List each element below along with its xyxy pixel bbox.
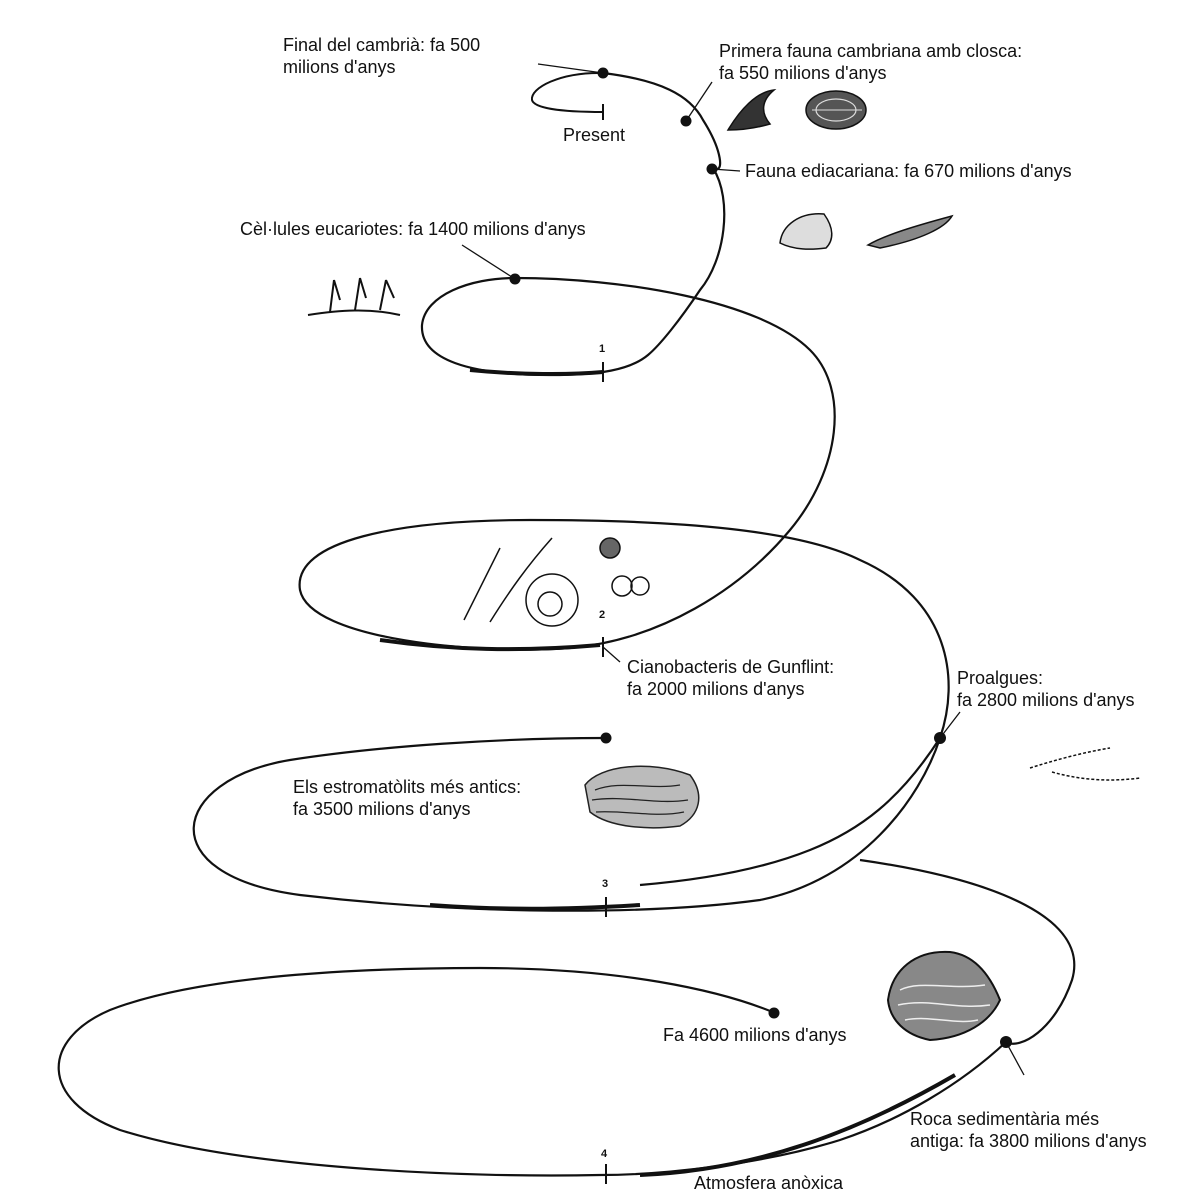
- dot-origin: [769, 1008, 780, 1019]
- stromatolite-icon: [585, 766, 699, 827]
- label-present: Present: [563, 124, 625, 146]
- sedimentary-rock-icon: [888, 952, 1000, 1040]
- tick-number-3: 3: [602, 878, 608, 890]
- gunflint-microfossils-icon: [464, 538, 649, 626]
- tick-number-1: 1: [599, 343, 605, 355]
- label-first-shelled: Primera fauna cambriana amb closca: fa 5…: [719, 40, 1022, 84]
- proalgae-chain-icon: [1030, 748, 1140, 780]
- label-proalgues: Proalgues: fa 2800 milions d'anys: [957, 667, 1135, 711]
- thick-segment-3: [430, 905, 640, 909]
- label-oldest-rock: Roca sedimentària més antiga: fa 3800 mi…: [910, 1108, 1147, 1152]
- label-stromatolites: Els estromatòlits més antics: fa 3500 mi…: [293, 776, 521, 820]
- leader-oldest-rock: [1006, 1042, 1024, 1075]
- trilobite-icon: [806, 91, 866, 129]
- label-eukaryotes: Cèl·lules eucariotes: fa 1400 milions d'…: [240, 218, 586, 240]
- dot-stromatolites: [601, 733, 612, 744]
- ediacaran-fauna-icon: [780, 214, 952, 249]
- thick-segment-4: [640, 1075, 955, 1175]
- tick-number-2: 2: [599, 609, 605, 621]
- tick-number-4: 4: [601, 1148, 607, 1160]
- leader-gunflint: [603, 647, 620, 662]
- label-origin: Fa 4600 milions d'anys: [663, 1024, 847, 1046]
- label-cambrian-end: Final del cambrià: fa 500 milions d'anys: [283, 34, 480, 78]
- label-gunflint: Cianobacteris de Gunflint: fa 2000 milio…: [627, 656, 834, 700]
- leader-eukaryotes: [462, 245, 515, 279]
- label-ediacaran: Fauna ediacariana: fa 670 milions d'anys: [745, 160, 1072, 182]
- label-anoxic: Atmosfera anòxica: [694, 1172, 843, 1194]
- present-hook: [532, 73, 603, 112]
- thick-segment-1: [470, 370, 603, 374]
- cambrian-shell-icon: [728, 90, 774, 130]
- eukaryote-filaments-icon: [308, 278, 400, 315]
- leader-cambrian-end: [538, 64, 603, 73]
